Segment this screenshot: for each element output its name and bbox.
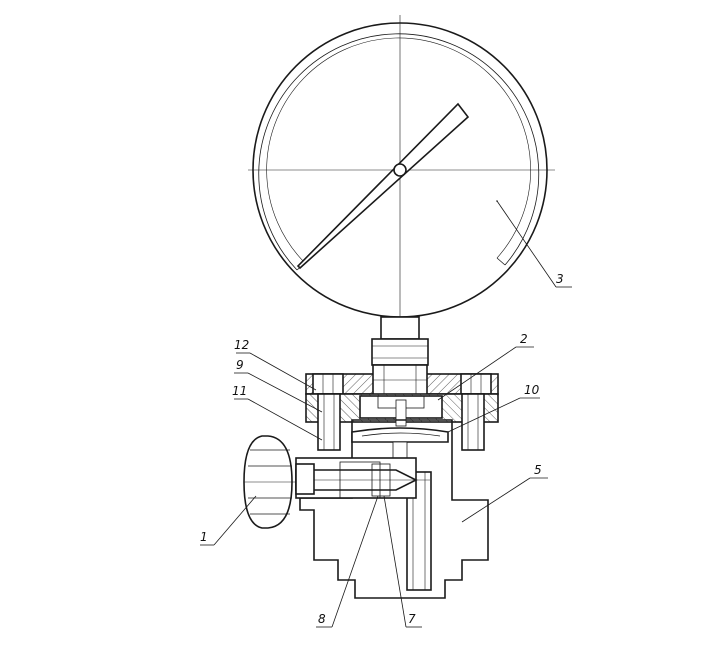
valve-body-section bbox=[299, 419, 489, 599]
gauge-needle bbox=[296, 102, 470, 270]
callout-12: 12 bbox=[234, 338, 249, 352]
handwheel[interactable] bbox=[243, 435, 296, 529]
upper-flange bbox=[305, 364, 499, 451]
valve-body bbox=[295, 419, 489, 599]
gauge-stem bbox=[380, 316, 420, 340]
callout-11: 11 bbox=[232, 384, 247, 398]
bolt-head-right bbox=[460, 373, 492, 395]
pressure-gauge bbox=[248, 15, 555, 366]
callout-2: 2 bbox=[520, 332, 528, 346]
callout-10: 10 bbox=[524, 383, 540, 397]
callout-1: 1 bbox=[200, 530, 208, 544]
gauge-hex-nut bbox=[371, 338, 429, 366]
callout-5: 5 bbox=[534, 463, 542, 477]
diaphragm bbox=[351, 427, 449, 443]
callout-9: 9 bbox=[236, 358, 244, 372]
callout-8: 8 bbox=[318, 612, 326, 626]
push-rod bbox=[395, 399, 407, 427]
leader-lines bbox=[200, 200, 572, 628]
callout-labels: 3 2 12 9 11 10 5 1 8 7 bbox=[200, 272, 564, 626]
gauge-dial-edge bbox=[266, 37, 531, 264]
bolt-head-left bbox=[312, 373, 344, 395]
callout-3: 3 bbox=[556, 272, 564, 286]
callout-7: 7 bbox=[408, 612, 416, 626]
gauge-inner-rim bbox=[258, 33, 540, 271]
bolt-right bbox=[461, 393, 485, 451]
bolt-left bbox=[317, 393, 341, 451]
spindle-nut bbox=[295, 463, 315, 495]
needle-pivot bbox=[393, 163, 407, 177]
